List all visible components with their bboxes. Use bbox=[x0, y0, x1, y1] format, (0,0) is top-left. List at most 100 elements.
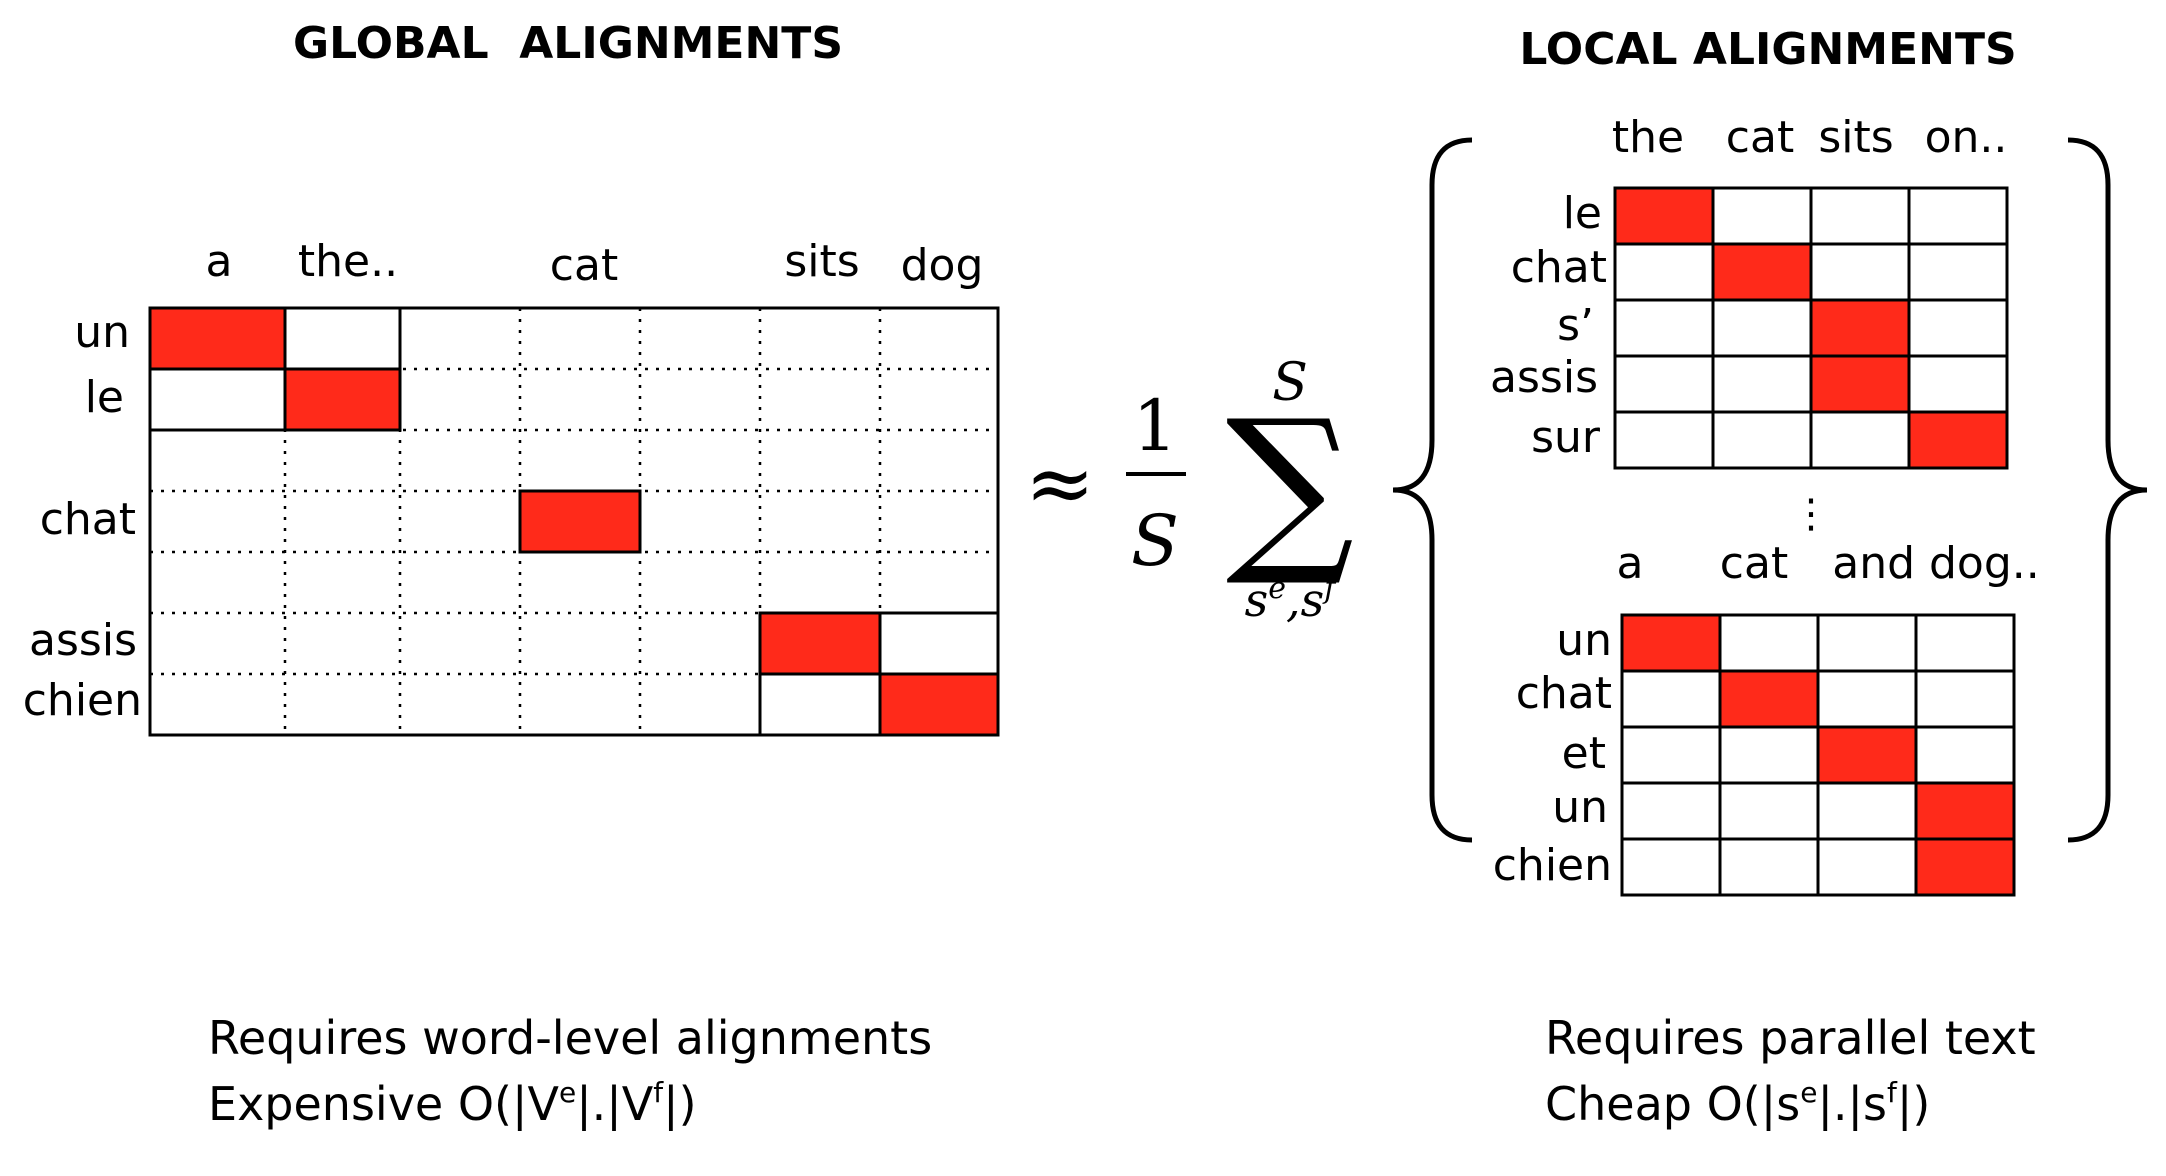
local-block-1-column-labels: the cat sits on.. bbox=[1612, 112, 2008, 163]
local-aligned-cell bbox=[1718, 669, 1820, 729]
local-cell bbox=[1809, 242, 1911, 302]
local-aligned-cell bbox=[1907, 410, 2009, 470]
local-cell bbox=[1711, 298, 1813, 358]
global-col-label: the.. bbox=[298, 236, 398, 287]
global-aligned-cell bbox=[878, 672, 1000, 737]
local-cell bbox=[1718, 837, 1820, 897]
local-col-label: and dog.. bbox=[1832, 538, 2040, 589]
global-caption-line1: Requires word-level alignments bbox=[208, 1011, 932, 1065]
local-row-label: sur bbox=[1531, 412, 1601, 463]
local-cell bbox=[1907, 298, 2009, 358]
local-cell bbox=[1914, 725, 2016, 785]
local-cell bbox=[1613, 410, 1715, 470]
local-caption-line2: Cheap O(|se|.|sf|) bbox=[1545, 1076, 1930, 1132]
local-cell bbox=[1816, 837, 1918, 897]
local-row-label: un bbox=[1556, 615, 1612, 666]
local-cell bbox=[1907, 186, 2009, 246]
global-row-label: chat bbox=[40, 494, 136, 545]
local-cell bbox=[1718, 613, 1820, 673]
approx-symbol: ≈ bbox=[1025, 434, 1095, 532]
local-cell bbox=[1613, 298, 1715, 358]
local-row-label: chat bbox=[1516, 668, 1612, 719]
local-block-1: the cat sits on.. le chat s’ assis sur bbox=[1490, 112, 2009, 470]
local-cell bbox=[1620, 725, 1722, 785]
local-cell bbox=[1907, 354, 2009, 414]
local-row-label: assis bbox=[1490, 352, 1598, 403]
local-cell bbox=[1620, 669, 1722, 729]
local-row-label: le bbox=[1563, 188, 1602, 239]
local-cell bbox=[1718, 725, 1820, 785]
local-block-1-row-labels: le chat s’ assis sur bbox=[1490, 188, 1607, 463]
global-row-labels: un le chat assis chien bbox=[23, 307, 142, 726]
local-aligned-cell bbox=[1620, 613, 1722, 673]
local-cell bbox=[1914, 613, 2016, 673]
vertical-ellipsis: ⋮ bbox=[1791, 491, 1831, 537]
local-cell bbox=[1620, 837, 1722, 897]
local-cell bbox=[1809, 186, 1911, 246]
local-cell bbox=[1613, 242, 1715, 302]
global-column-labels: a the.. cat sits dog bbox=[206, 236, 984, 291]
local-row-label: un bbox=[1552, 782, 1608, 833]
local-col-label: cat bbox=[1726, 112, 1794, 163]
global-aligned-cell bbox=[148, 306, 287, 371]
local-cell bbox=[1816, 613, 1918, 673]
right-curly-brace bbox=[2067, 137, 2148, 843]
local-col-label: the bbox=[1612, 112, 1684, 163]
global-row-label: le bbox=[85, 372, 124, 423]
local-cell bbox=[1809, 410, 1911, 470]
global-caption-line2: Expensive O(|Ve|.|Vf|) bbox=[208, 1076, 697, 1132]
global-matrix bbox=[148, 306, 1000, 737]
local-aligned-cell bbox=[1914, 837, 2016, 897]
global-title: GLOBAL ALIGNMENTS bbox=[293, 18, 843, 69]
local-cell bbox=[1711, 186, 1813, 246]
global-row-label: assis bbox=[29, 615, 137, 666]
global-matrix-border bbox=[148, 306, 1000, 737]
sum-lower-limit: se,sf bbox=[1245, 571, 1341, 627]
global-aligned-cell bbox=[518, 489, 642, 554]
local-col-label: a bbox=[1617, 538, 1644, 589]
global-aligned-cell bbox=[283, 367, 402, 432]
global-col-label: sits bbox=[784, 236, 859, 287]
local-aligned-cell bbox=[1613, 186, 1715, 246]
local-row-label: chat bbox=[1511, 242, 1607, 293]
global-col-label: a bbox=[206, 236, 233, 287]
global-col-label: cat bbox=[550, 240, 618, 291]
local-block-2: a cat and dog.. un chat et un chien bbox=[1493, 538, 2040, 897]
sum-upper-limit: S bbox=[1272, 353, 1308, 413]
local-cell bbox=[1620, 781, 1722, 841]
local-block-1-grid bbox=[1613, 186, 2009, 470]
local-aligned-cell bbox=[1711, 242, 1813, 302]
summation-symbol: ∑ bbox=[1226, 382, 1355, 591]
local-aligned-cell bbox=[1809, 298, 1911, 358]
fraction-numerator: 1 bbox=[1133, 385, 1178, 467]
local-cell bbox=[1711, 410, 1813, 470]
approximation-formula: ≈ 1 S S ∑ se,sf bbox=[1025, 353, 1354, 627]
local-block-2-column-labels: a cat and dog.. bbox=[1617, 538, 2040, 589]
local-row-label: chien bbox=[1493, 840, 1612, 891]
global-aligned-cell bbox=[758, 611, 882, 676]
local-row-label: s’ bbox=[1557, 300, 1594, 351]
local-cell bbox=[1718, 781, 1820, 841]
local-caption-line1: Requires parallel text bbox=[1545, 1011, 2036, 1065]
local-block-2-grid bbox=[1620, 613, 2016, 897]
local-row-label: et bbox=[1562, 728, 1606, 779]
local-col-label: on.. bbox=[1925, 112, 2008, 163]
fraction-denominator: S bbox=[1131, 500, 1179, 582]
left-curly-brace bbox=[1392, 137, 1473, 843]
local-cell bbox=[1613, 354, 1715, 414]
local-cell bbox=[1711, 354, 1813, 414]
global-aligned-cells bbox=[148, 306, 1000, 737]
local-title: LOCAL ALIGNMENTS bbox=[1519, 24, 2016, 75]
local-aligned-cell bbox=[1816, 725, 1918, 785]
local-col-label: cat bbox=[1720, 538, 1788, 589]
local-aligned-cell bbox=[1914, 781, 2016, 841]
global-col-label: dog bbox=[901, 240, 984, 291]
global-row-label: un bbox=[74, 307, 130, 358]
local-cell bbox=[1907, 242, 2009, 302]
local-cell bbox=[1914, 669, 2016, 729]
local-col-label: sits bbox=[1818, 112, 1893, 163]
local-cell bbox=[1816, 781, 1918, 841]
local-cell bbox=[1816, 669, 1918, 729]
